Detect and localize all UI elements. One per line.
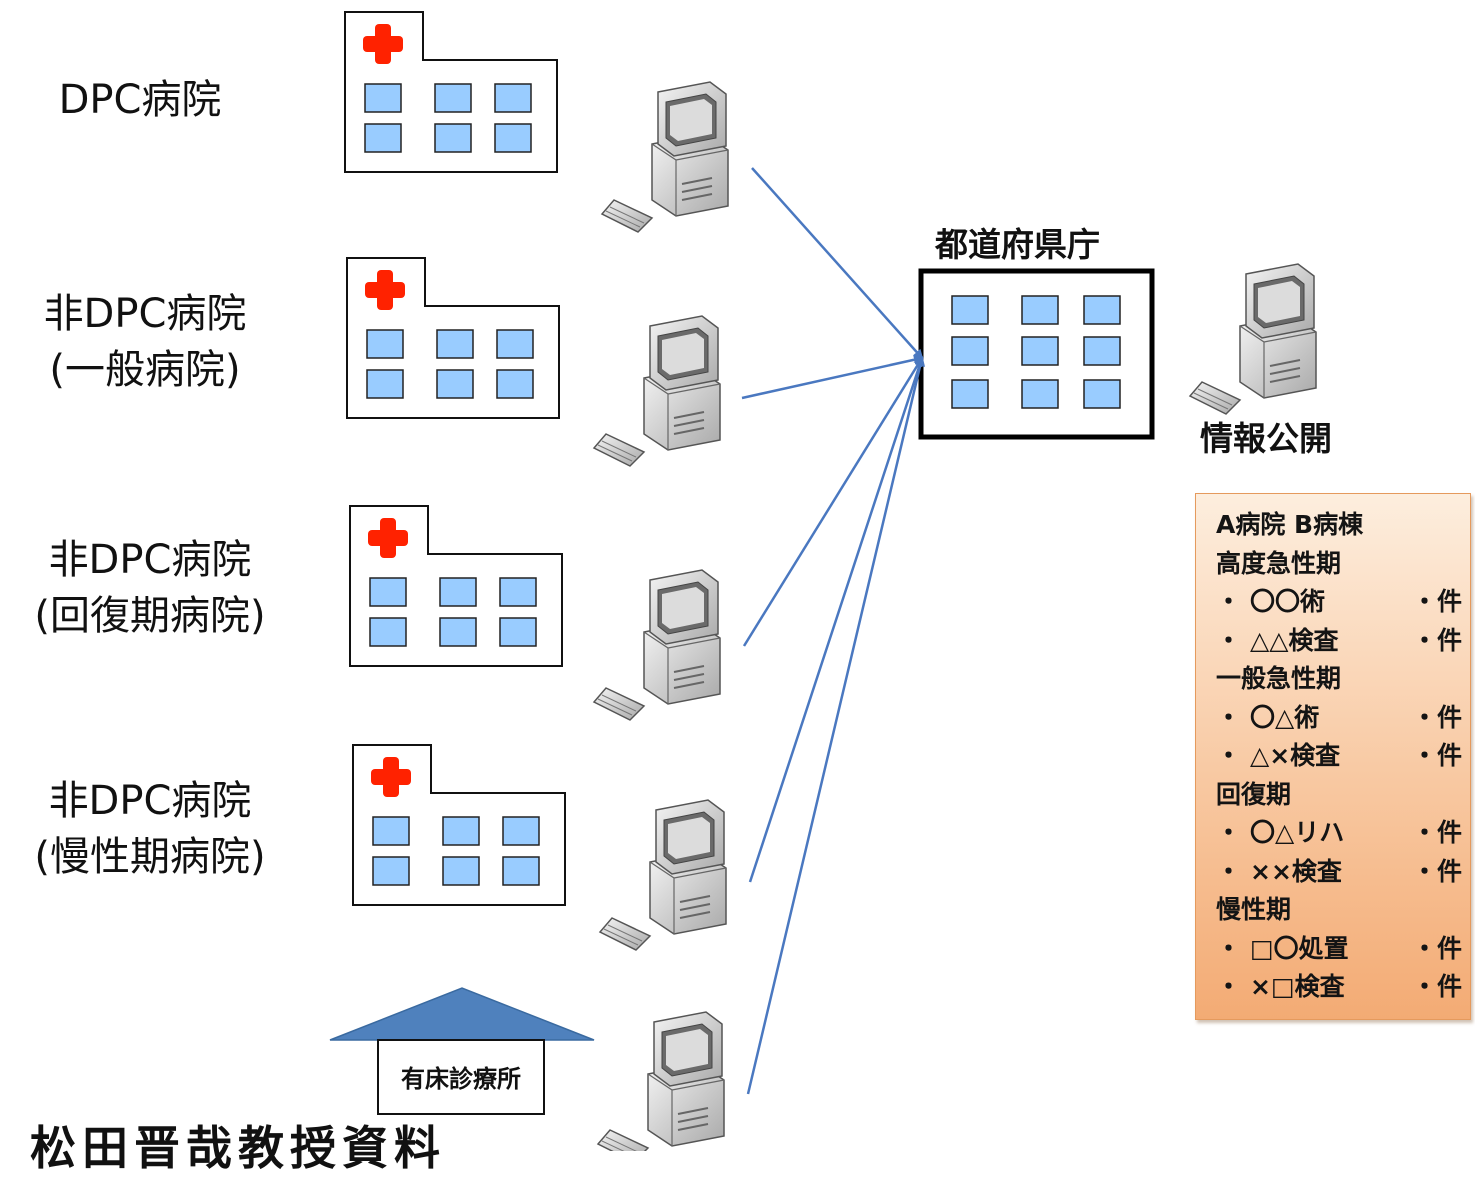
hospital-category-label: (回復期病院) xyxy=(34,593,266,639)
data-flow-arrow xyxy=(751,167,924,360)
bullet: ・ xyxy=(1216,856,1242,886)
bullet: ・ xyxy=(1216,933,1242,963)
list-item: ・ ××検査 ・件 xyxy=(1216,853,1470,892)
procedure-name: △△検査 xyxy=(1250,625,1339,655)
section-title: 高度急性期 xyxy=(1216,548,1342,578)
hospital-type-label: 非DPC病院 xyxy=(43,291,247,337)
hospital-building-icon xyxy=(344,11,558,173)
procedure-count: ・件 xyxy=(1412,972,1463,1001)
hospital-type-label: 非DPC病院 xyxy=(48,537,252,583)
section-title: 回復期 xyxy=(1216,779,1292,809)
bullet: ・ xyxy=(1216,972,1242,1001)
computer-icon xyxy=(601,81,729,233)
data-flow-arrow xyxy=(746,356,926,1095)
procedure-count: ・件 xyxy=(1412,933,1463,963)
hospital-label: 非DPC病院 (回復期病院) xyxy=(0,532,300,644)
computer-icon xyxy=(1189,263,1317,415)
list-item: ・ ×□検査 ・件 xyxy=(1216,968,1470,1007)
procedure-name: ××検査 xyxy=(1250,856,1342,886)
data-flow-arrow xyxy=(742,356,924,647)
list-item: ・ □〇処置 ・件 xyxy=(1216,930,1470,969)
info-panel: A病院 B病棟 高度急性期 ・ 〇〇術 ・件 ・ △△検査 ・件 一般急性期 ・… xyxy=(1195,493,1471,1020)
procedure-name: △×検査 xyxy=(1250,741,1341,770)
list-item: ・ △×検査 ・件 xyxy=(1216,737,1470,776)
hospital-category-label: (慢性期病院) xyxy=(34,834,266,880)
publication-label: 情報公開 xyxy=(1200,419,1332,458)
hospital-building-icon xyxy=(352,744,566,906)
hospital-category-label: (一般病院) xyxy=(49,347,241,393)
data-flow-arrow xyxy=(741,354,924,400)
computer-icon xyxy=(599,799,727,951)
prefecture-building-icon xyxy=(918,268,1155,440)
hospital-label: DPC病院 xyxy=(30,72,250,128)
procedure-name: □〇処置 xyxy=(1250,933,1349,963)
data-flow-arrow xyxy=(748,356,925,883)
hospital-building-icon xyxy=(346,257,560,419)
bullet: ・ xyxy=(1216,587,1242,616)
info-panel-header: A病院 B病棟 xyxy=(1216,510,1364,539)
procedure-count: ・件 xyxy=(1412,702,1463,732)
procedure-count: ・件 xyxy=(1412,741,1463,770)
clinic-label: 有床診療所 xyxy=(401,1065,521,1093)
list-item: ・ 〇〇術 ・件 xyxy=(1216,583,1470,622)
computer-icon xyxy=(593,569,721,721)
clinic-building-icon xyxy=(329,987,595,1115)
hospital-label: 非DPC病院 (一般病院) xyxy=(10,286,280,398)
bullet: ・ xyxy=(1216,818,1242,847)
footer-credit: 松田晋哉教授資料 xyxy=(30,1121,446,1175)
hospital-label: 非DPC病院 (慢性期病院) xyxy=(0,773,300,885)
section-title: 一般急性期 xyxy=(1216,664,1342,693)
hospital-building-icon xyxy=(349,505,563,667)
bullet: ・ xyxy=(1216,741,1242,770)
procedure-name: ×□検査 xyxy=(1250,972,1345,1001)
procedure-count: ・件 xyxy=(1412,625,1463,655)
procedure-name: 〇〇術 xyxy=(1250,587,1326,616)
bullet: ・ xyxy=(1216,625,1242,655)
computer-icon xyxy=(597,1011,725,1151)
hospital-type-label: DPC病院 xyxy=(58,77,222,123)
list-item: ・ 〇△リハ ・件 xyxy=(1216,814,1470,853)
procedure-count: ・件 xyxy=(1412,587,1463,616)
procedure-name: 〇△術 xyxy=(1250,702,1320,732)
bullet: ・ xyxy=(1216,702,1242,732)
list-item: ・ 〇△術 ・件 xyxy=(1216,699,1470,738)
hospital-type-label: 非DPC病院 xyxy=(48,778,252,824)
prefecture-label: 都道府県庁 xyxy=(935,225,1100,264)
computer-icon xyxy=(593,315,721,467)
procedure-count: ・件 xyxy=(1412,856,1463,886)
procedure-name: 〇△リハ xyxy=(1250,818,1345,847)
procedure-count: ・件 xyxy=(1412,818,1463,847)
section-title: 慢性期 xyxy=(1216,895,1292,924)
list-item: ・ △△検査 ・件 xyxy=(1216,622,1470,661)
